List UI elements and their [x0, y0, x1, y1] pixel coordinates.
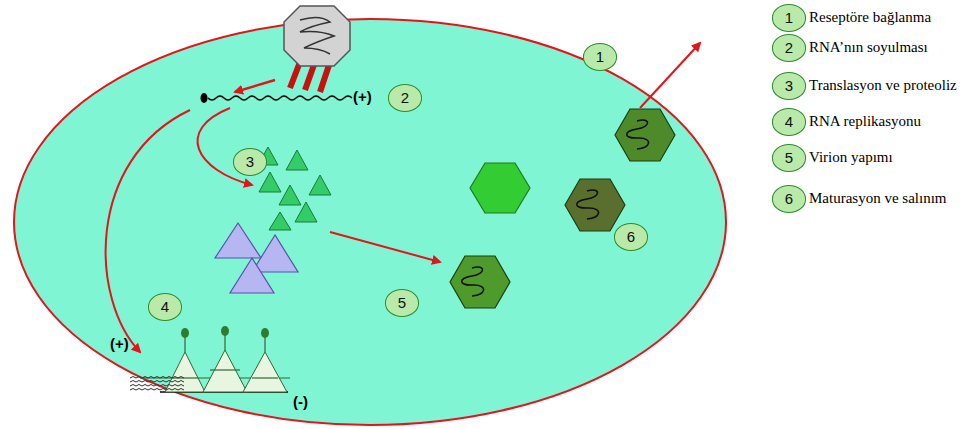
callout-number: 1: [596, 48, 604, 65]
viral-protein: [258, 147, 331, 230]
cell-membrane: [14, 19, 726, 425]
callout-number: 6: [627, 228, 635, 245]
step-circle: 3: [772, 72, 806, 99]
step-callout: 5: [385, 289, 419, 316]
step-circle: 5: [385, 289, 419, 316]
step-circle: 6: [614, 223, 648, 250]
callout-number: 4: [785, 113, 793, 130]
step-callout: 6: [614, 223, 648, 250]
step-circle: 2: [388, 84, 422, 111]
step-circle: 1: [772, 4, 806, 31]
viral-protein: [215, 223, 298, 293]
legend-row: 5Virion yapımı: [772, 144, 806, 171]
step-name: Maturasyon ve salınım: [809, 190, 946, 207]
virion: [615, 109, 675, 161]
step-circle: 3: [233, 148, 267, 175]
step-circle: 5: [772, 144, 806, 171]
step-callout: 3: [233, 148, 267, 175]
legend-row: 6Maturasyon ve salınım: [772, 185, 806, 212]
replication-complex: [130, 326, 290, 392]
callout-number: 1: [785, 9, 793, 26]
step-circle: 4: [772, 108, 806, 135]
viral-rna: [208, 96, 352, 100]
step-circle: 2: [772, 34, 806, 61]
capsid: [470, 163, 530, 213]
step-callout: 1: [583, 43, 617, 70]
callout-number: 3: [246, 153, 254, 170]
callout-number: 2: [401, 89, 409, 106]
step-callout: 2: [388, 84, 422, 111]
callout-number: 5: [398, 294, 406, 311]
callout-number: 3: [785, 77, 793, 94]
step-callout: 4: [148, 293, 182, 320]
legend-row: 1Reseptöre bağlanma: [772, 4, 806, 31]
legend-row: 2RNA’nın soyulması: [772, 34, 806, 61]
callout-number: 6: [785, 190, 793, 207]
step-name: Virion yapımı: [809, 149, 893, 166]
step-name: RNA’nın soyulması: [809, 39, 928, 56]
step-name: Translasyon ve proteoliz: [809, 77, 957, 94]
callout-number: 2: [785, 39, 793, 56]
step-name: RNA replikasyonu: [809, 113, 921, 130]
strand-polarity: (-): [293, 393, 308, 410]
callout-number: 5: [785, 149, 793, 166]
step-name: Reseptöre bağlanma: [809, 9, 931, 26]
step-circle: 1: [583, 43, 617, 70]
virus-particle: [284, 6, 350, 66]
step-circle: 4: [148, 293, 182, 320]
legend-row: 3Translasyon ve proteoliz: [772, 72, 806, 99]
legend-row: 4RNA replikasyonu: [772, 108, 806, 135]
strand-polarity: (+): [110, 335, 129, 352]
callout-number: 4: [161, 298, 169, 315]
step-circle: 6: [772, 185, 806, 212]
strand-polarity: (+): [353, 88, 372, 105]
virion: [450, 256, 510, 308]
virion: [565, 179, 625, 231]
